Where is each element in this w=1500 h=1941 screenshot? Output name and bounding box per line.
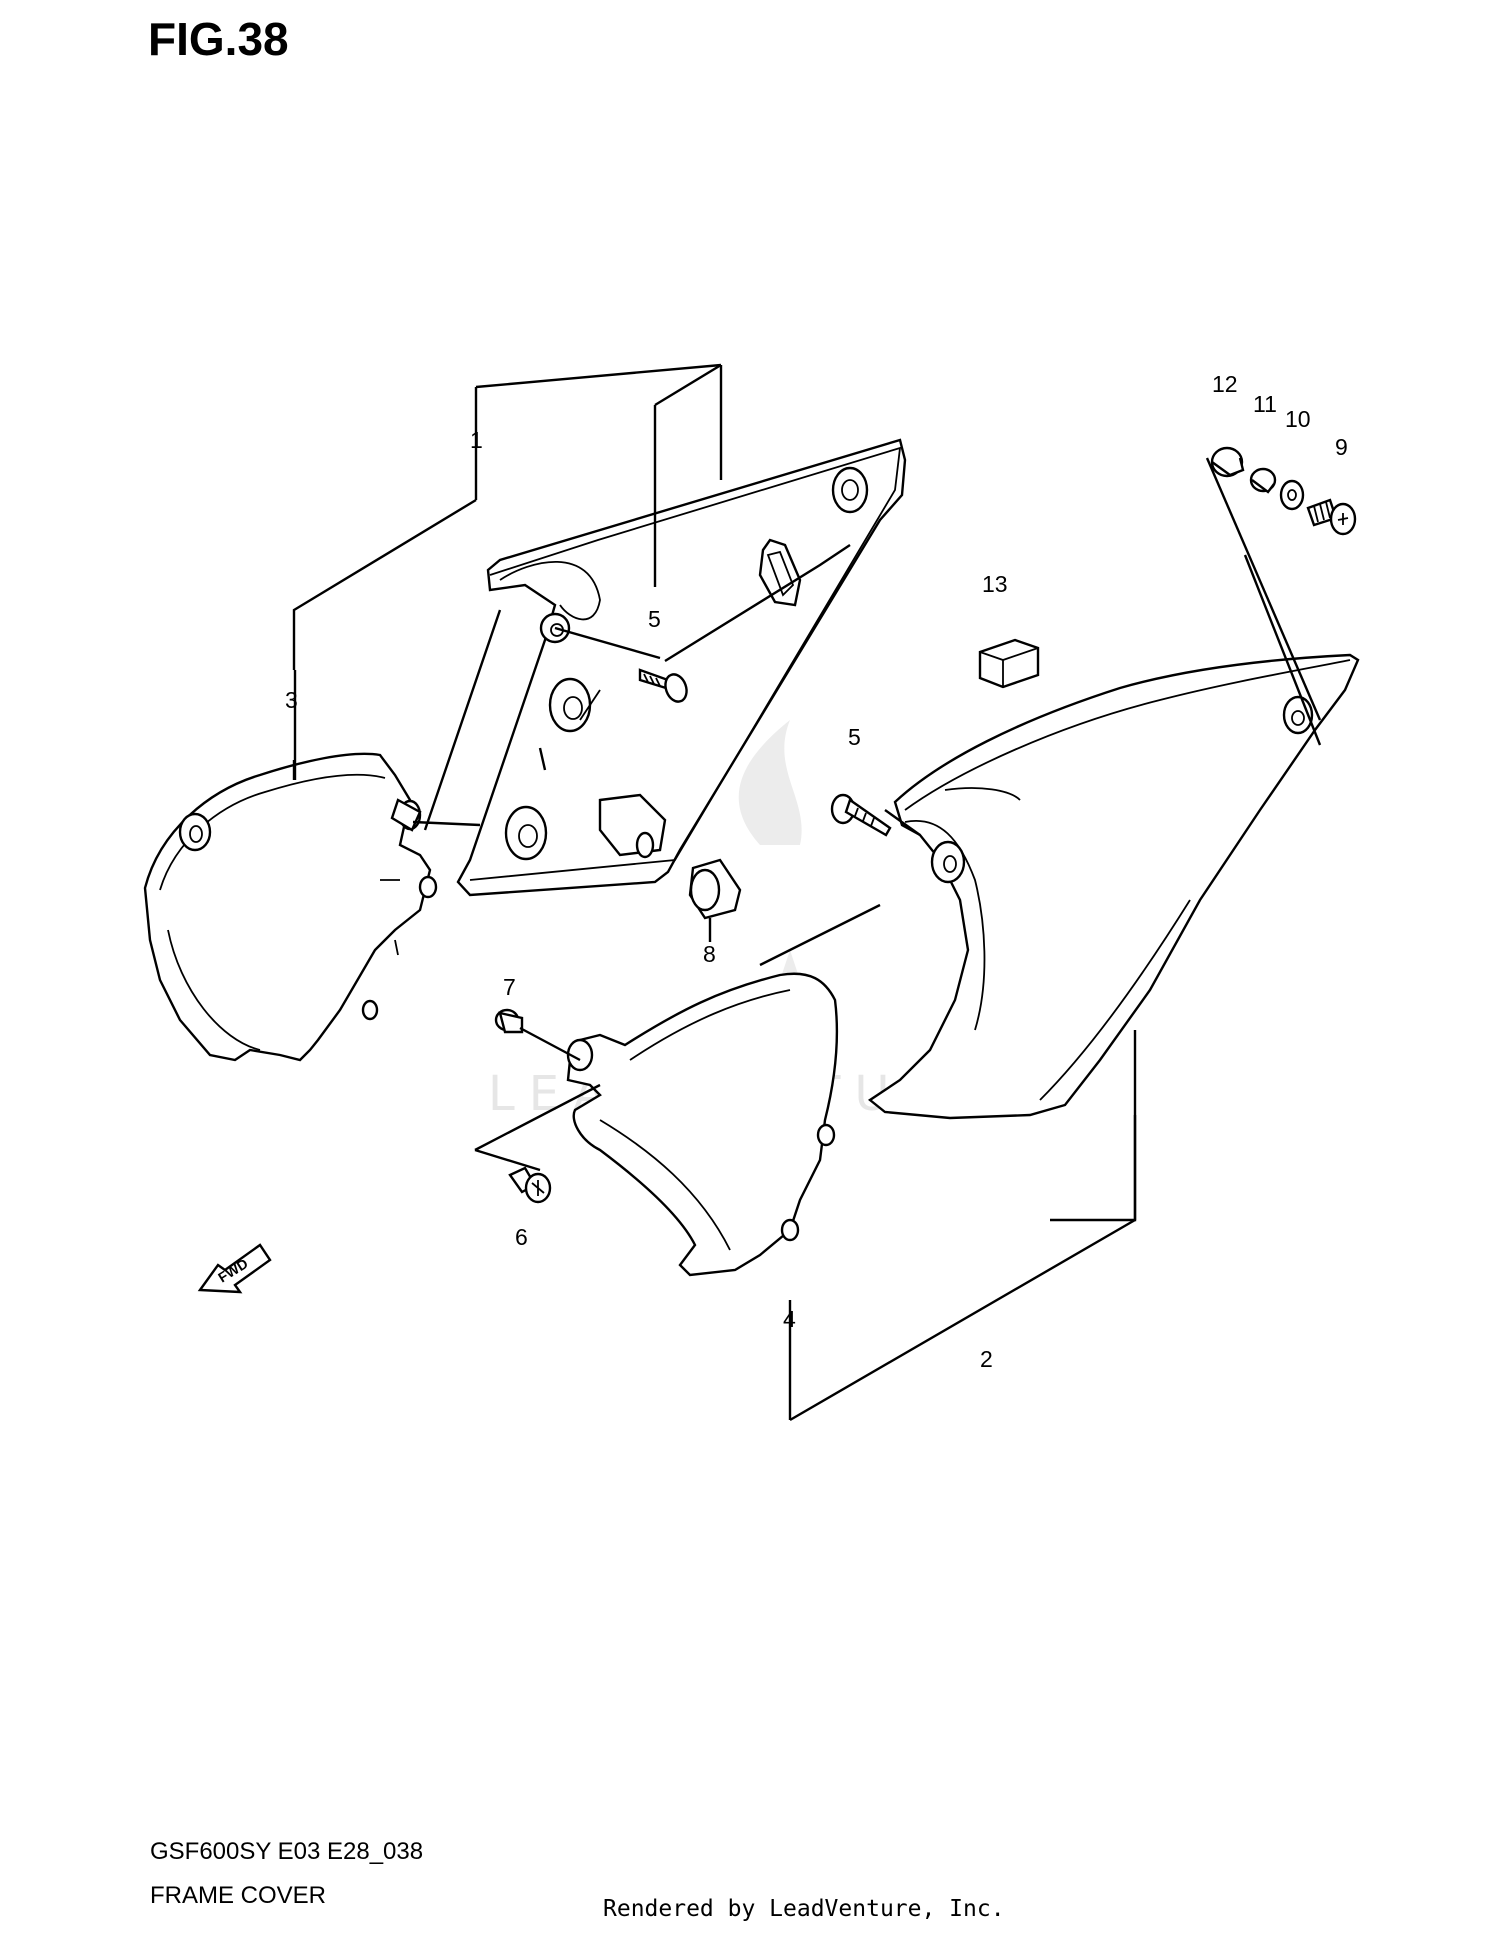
- part-bolt-6: [508, 1166, 552, 1204]
- callout-2[interactable]: 2: [980, 1346, 993, 1372]
- leader-lines: [292, 363, 1322, 1422]
- callout-1[interactable]: 1: [470, 427, 483, 453]
- render-credit: Rendered by LeadVenture, Inc.: [603, 1896, 1005, 1922]
- fwd-arrow[interactable]: FWD: [197, 1243, 272, 1294]
- callout-11[interactable]: 11: [1253, 391, 1277, 417]
- callout-10[interactable]: 10: [1285, 406, 1311, 432]
- part-grommet-12: [1210, 446, 1245, 478]
- part-screw-5-lower: [830, 793, 892, 837]
- part-screw-9: [1306, 498, 1357, 536]
- callout-5-lower[interactable]: 5: [848, 724, 861, 750]
- part-collar-11: [1249, 467, 1277, 494]
- part-grommet-8: [688, 858, 742, 920]
- callout-3[interactable]: 3: [285, 687, 298, 713]
- callout-13[interactable]: 13: [982, 571, 1008, 597]
- callout-9[interactable]: 9: [1335, 434, 1348, 460]
- part-pad-13: [978, 638, 1040, 689]
- model-code: GSF600SY E03 E28_038: [150, 1838, 424, 1865]
- callout-12[interactable]: 12: [1212, 371, 1238, 397]
- callout-4[interactable]: 4: [783, 1306, 796, 1332]
- part-cover-bracket: [143, 752, 438, 1062]
- callout-6[interactable]: 6: [515, 1224, 528, 1250]
- part-frame-cover-left: [456, 438, 907, 897]
- part-cover-lower: [566, 972, 839, 1277]
- part-collar-7: [494, 1008, 524, 1034]
- part-washer-10: [1279, 479, 1305, 511]
- part-screw-5-upper: [638, 668, 688, 703]
- section-title: FRAME COVER: [150, 1882, 327, 1909]
- callout-5-upper[interactable]: 5: [648, 606, 661, 632]
- part-frame-cover-right: [867, 653, 1360, 1120]
- callout-8[interactable]: 8: [703, 941, 716, 967]
- callout-7[interactable]: 7: [503, 974, 516, 1000]
- figure-title: FIG.38: [148, 13, 289, 65]
